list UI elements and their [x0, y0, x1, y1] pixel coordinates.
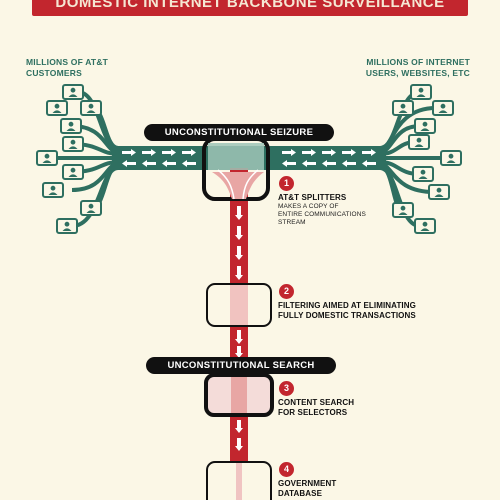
step-4-title-line1: GOVERNMENT — [278, 479, 337, 488]
left-group-label: MILLIONS OF AT&T CUSTOMERS — [26, 57, 136, 79]
step-1-title: AT&T SPLITTERS — [278, 193, 347, 202]
user-icon — [62, 164, 84, 180]
database-box-stream — [236, 463, 242, 500]
title-banner: DOMESTIC INTERNET BACKBONE SURVEILLANCE — [32, 0, 468, 16]
left-group-label-line2: CUSTOMERS — [26, 68, 82, 78]
seizure-label: UNCONSTITUTIONAL SEIZURE — [144, 124, 334, 141]
user-icon — [62, 84, 84, 100]
right-group-label-line1: MILLIONS OF INTERNET — [366, 57, 470, 67]
step-4-number: 4 — [279, 462, 294, 477]
step-1-detail-line3: STREAM — [278, 219, 306, 226]
user-icon — [80, 100, 102, 116]
user-icon — [56, 218, 78, 234]
user-icon — [80, 200, 102, 216]
step-1-text: AT&T SPLITTERS MAKES A COPY OF ENTIRE CO… — [278, 193, 366, 227]
user-icon — [410, 84, 432, 100]
step-2-title-line1: FILTERING AIMED AT ELIMINATING — [278, 301, 416, 310]
right-group-label: MILLIONS OF INTERNET USERS, WEBSITES, ET… — [350, 57, 470, 79]
step-2-number: 2 — [279, 284, 294, 299]
step-1-detail-line2: ENTIRE COMMUNICATIONS — [278, 211, 366, 218]
copy-stream-pipe-lower — [236, 410, 242, 464]
left-group-label-line1: MILLIONS OF AT&T — [26, 57, 109, 67]
backbone-arrows — [122, 149, 376, 167]
step-3-title-line1: CONTENT SEARCH — [278, 398, 355, 407]
user-icon — [392, 202, 414, 218]
user-icon — [392, 100, 414, 116]
step-3-title-line2: FOR SELECTORS — [278, 408, 348, 417]
user-icon — [432, 100, 454, 116]
user-icon — [428, 184, 450, 200]
user-icon — [408, 134, 430, 150]
search-box-stream — [231, 377, 247, 413]
user-icon — [412, 166, 434, 182]
step-4-text: GOVERNMENT DATABASE — [278, 479, 336, 499]
user-icon — [42, 182, 64, 198]
user-icon — [36, 150, 58, 166]
step-3-number: 3 — [279, 381, 294, 396]
step-1-detail-line1: MAKES A COPY OF — [278, 203, 339, 210]
user-icon — [60, 118, 82, 134]
splitter-box — [202, 137, 270, 201]
search-label: UNCONSTITUTIONAL SEARCH — [146, 357, 336, 374]
user-icon — [440, 150, 462, 166]
step-1-number: 1 — [279, 176, 294, 191]
user-icon — [62, 136, 84, 152]
user-icon — [46, 100, 68, 116]
user-icon — [414, 218, 436, 234]
step-2-title-line2: FULLY DOMESTIC TRANSACTIONS — [278, 311, 416, 320]
user-icon — [414, 118, 436, 134]
stream-arrows — [235, 206, 243, 451]
step-2-text: FILTERING AIMED AT ELIMINATING FULLY DOM… — [278, 301, 416, 321]
filter-box-stream — [230, 285, 248, 325]
step-3-text: CONTENT SEARCH FOR SELECTORS — [278, 398, 354, 418]
step-4-title-line2: DATABASE — [278, 489, 323, 498]
right-group-label-line2: USERS, WEBSITES, ETC — [365, 68, 470, 78]
